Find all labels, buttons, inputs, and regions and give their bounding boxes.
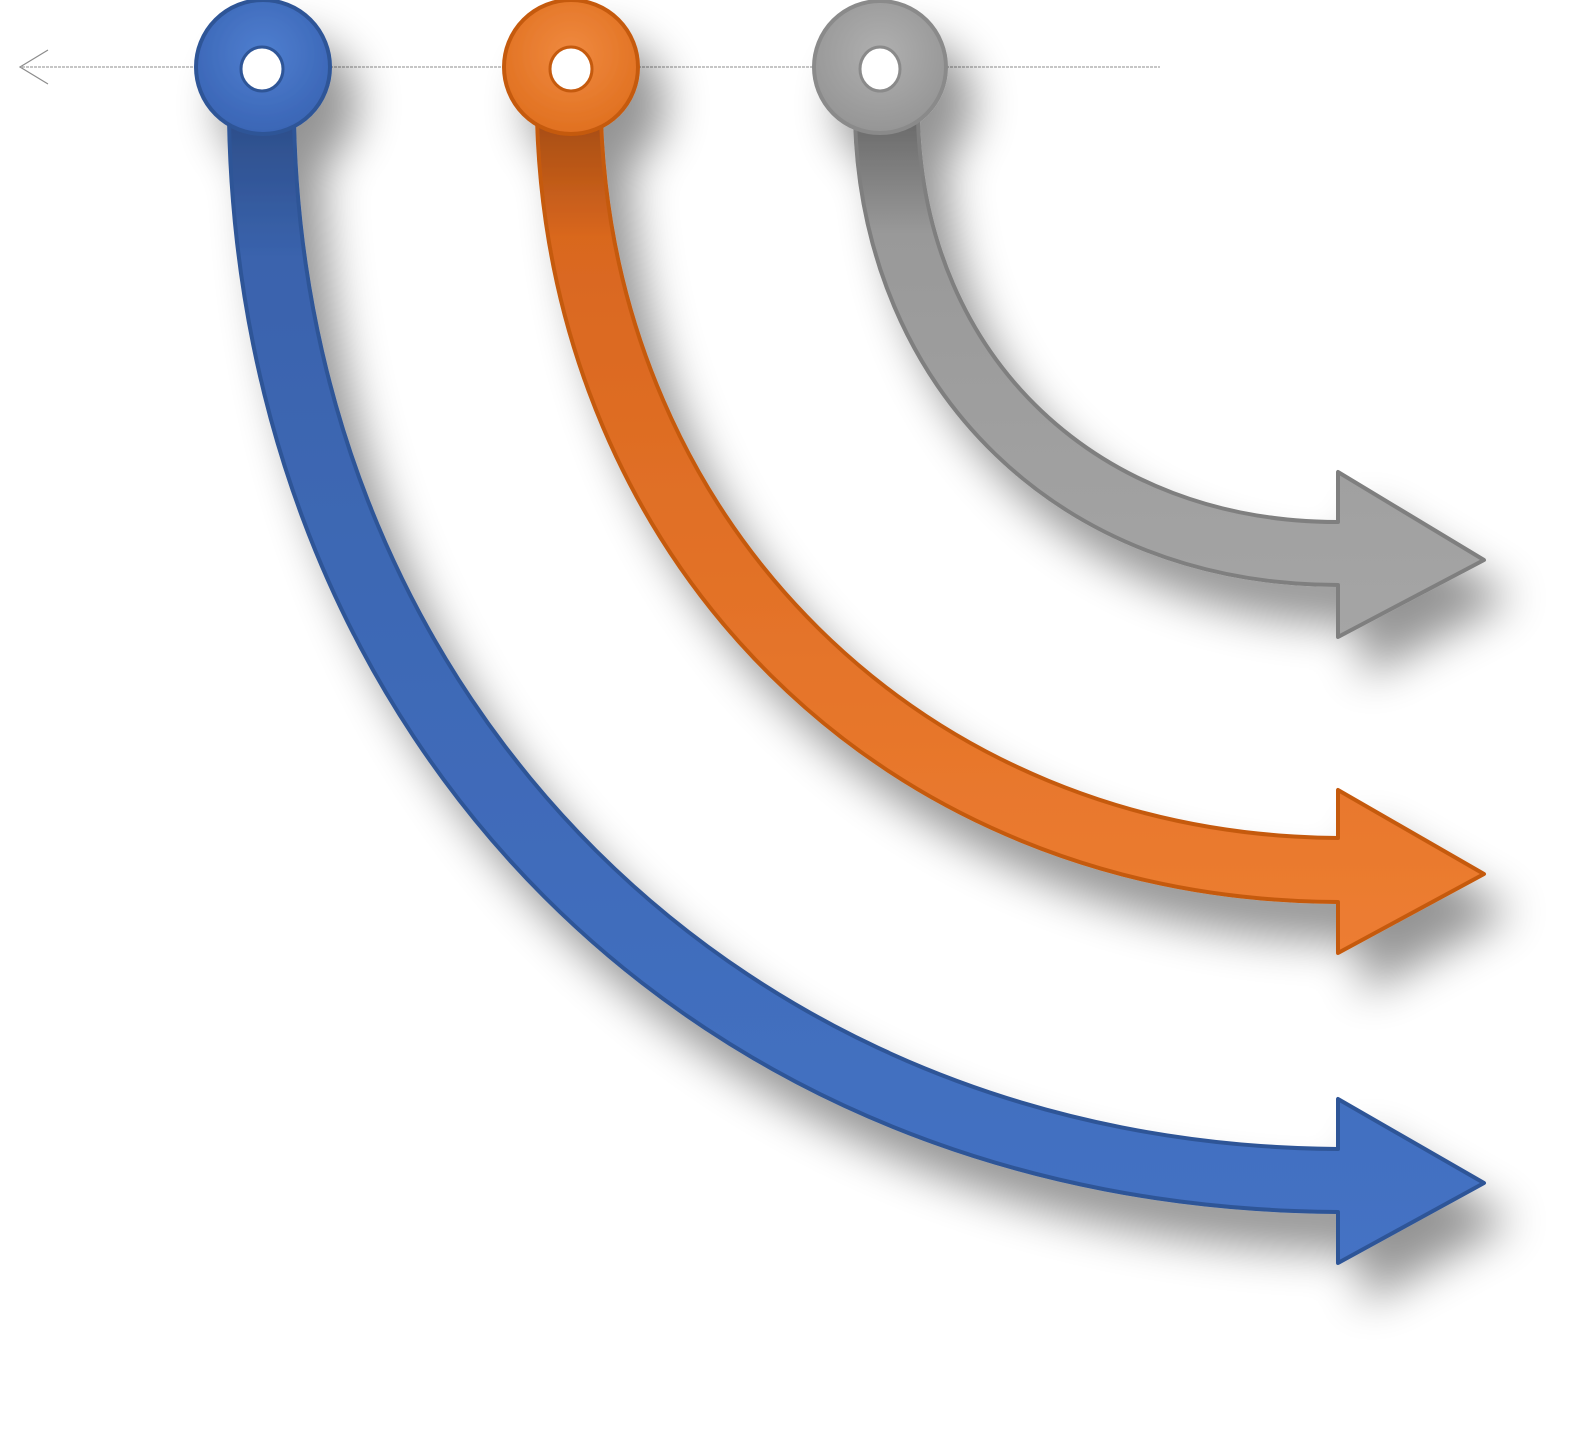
node-orange (502, 0, 640, 136)
node-orange-hole (548, 45, 594, 93)
arrow-blue-body (227, 118, 1486, 1265)
arrow-orange (502, 0, 1486, 955)
arrow-blue (194, 0, 1486, 1265)
node-blue (194, 0, 332, 136)
guide-line-arrowhead-icon (18, 49, 49, 85)
arrow-gray-body (853, 118, 1486, 639)
arrow-orange-body (535, 118, 1486, 955)
arrow-gray (812, 0, 1486, 639)
node-gray-hole (858, 45, 902, 93)
node-gray (812, 0, 948, 135)
node-blue-hole (239, 45, 285, 93)
